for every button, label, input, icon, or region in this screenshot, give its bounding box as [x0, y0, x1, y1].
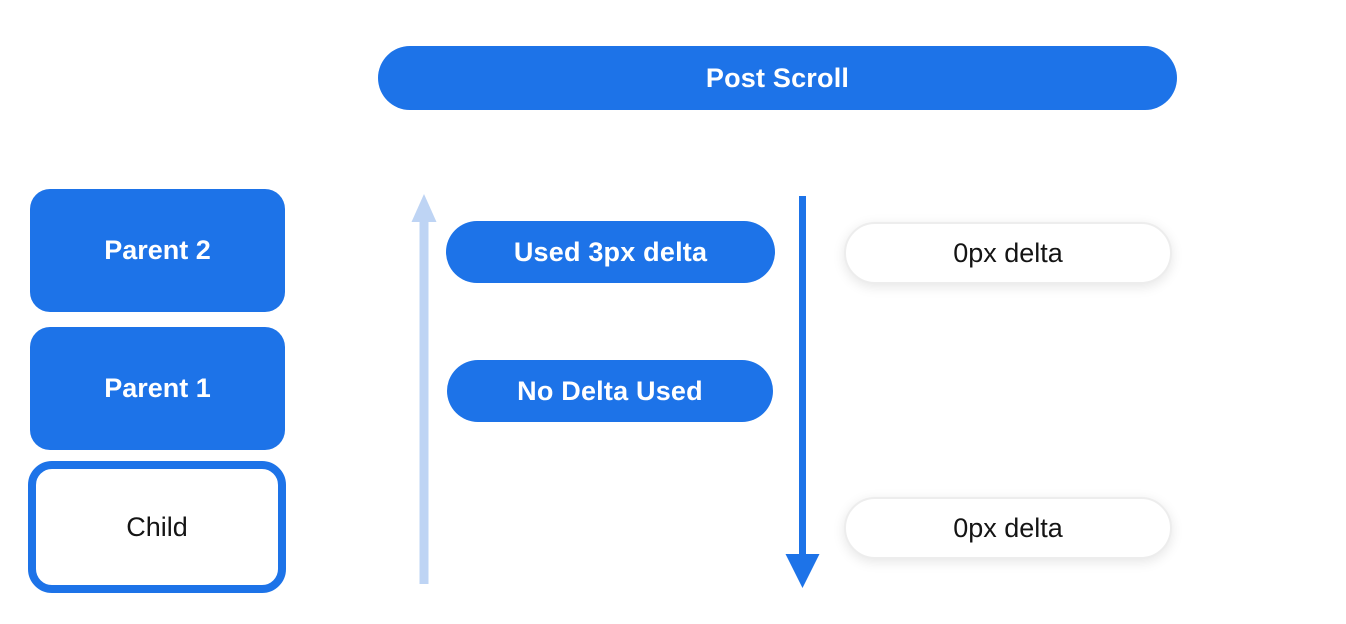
header-pill: Post Scroll [378, 46, 1177, 110]
parent-2-box: Parent 2 [30, 189, 285, 312]
no-delta-label: No Delta Used [517, 375, 703, 406]
used-delta-pill: Used 3px delta [446, 221, 775, 283]
scroll-up-arrow [410, 194, 438, 584]
zero-delta-pill-top: 0px delta [844, 222, 1172, 284]
scroll-down-arrow [784, 196, 821, 588]
header-label: Post Scroll [705, 62, 850, 93]
zero-delta-bottom-label: 0px delta [953, 512, 1063, 543]
parent-1-box: Parent 1 [30, 327, 285, 450]
zero-delta-pill-bottom: 0px delta [844, 497, 1172, 559]
arrow-up-icon [411, 194, 437, 584]
used-delta-label: Used 3px delta [513, 236, 708, 267]
zero-delta-top-label: 0px delta [953, 237, 1063, 268]
child-label: Child [126, 511, 188, 542]
parent-1-label: Parent 1 [104, 373, 211, 403]
no-delta-pill: No Delta Used [447, 360, 773, 422]
arrow-down-icon [785, 196, 820, 588]
parent-2-label: Parent 2 [104, 235, 211, 265]
child-box: Child [28, 461, 286, 593]
